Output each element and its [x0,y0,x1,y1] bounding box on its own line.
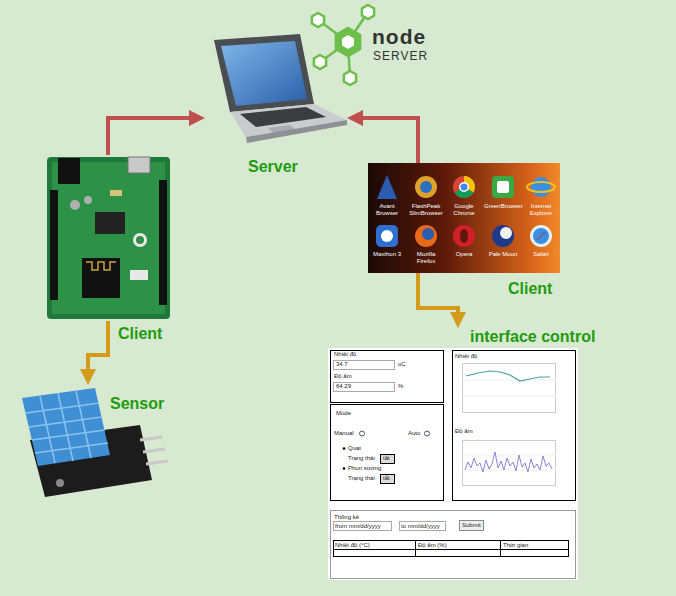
ui-value: 64.29 [336,383,351,390]
node-label: Sensor [110,395,164,413]
node-logo-symbol [312,5,374,85]
browser-icons-panel [368,163,560,273]
browser-name: Internet Explorer [522,203,560,217]
browser-name: FlashPeak SlimBrowser [407,203,445,217]
sensor-node: Sensor [15,385,175,500]
chart-title: Nhiệt độ [455,353,477,360]
node-label: Client [118,325,162,343]
browser-name: Mozilla Firefox [407,251,445,265]
ui-caption: Độ ẩm [334,373,352,380]
arduino-board-illustration [47,157,170,319]
connector-arrow [88,321,108,377]
ui-caption: Trạng thái [348,475,375,482]
ui-heading: Mode [336,410,351,417]
table-header: Độ ẩm (%) [418,542,447,549]
logo-text: node [372,26,426,48]
ui-button: tắt [383,475,390,482]
logo-subtext: SERVER [373,50,428,63]
ui-input: from mm/dd/yyyy [335,523,381,530]
table-header: Nhiệt độ (°C) [335,542,370,549]
node-label: interface control [470,328,595,346]
connector-arrow [108,118,197,155]
ui-button: Submit [462,522,481,529]
ui-heading: Thống kê [334,514,359,521]
connector-arrow [355,118,418,163]
connector-arrow [418,273,458,320]
ui-unit: % [398,383,403,390]
device-client-node: Client [45,155,172,321]
ui-button: tắt [383,455,390,462]
interface-node: interface control [328,328,612,580]
chart-title: Độ ẩm [455,428,473,435]
node-label: Client [508,280,552,298]
ui-value: 34.7 [336,361,348,368]
browser-name: Avant Browser [368,203,406,217]
ui-caption: Nhiệt độ [334,351,356,358]
browser-name: Google Chrome [445,203,483,217]
ui-input: to mm/dd/yyyy [401,523,440,530]
server-node: Server [205,32,347,182]
browser-name: Opera [445,251,483,258]
browser-name: Pale Moon [484,251,522,258]
browser-name: Maxthon 3 [368,251,406,258]
ui-unit: oC [398,361,406,368]
dht-sensor-illustration [22,388,168,497]
table-header: Thời gian [503,542,528,549]
ui-option: Manual [334,430,354,437]
ui-item: Quạt [348,445,361,452]
ui-caption: Trạng thái [348,455,375,462]
laptop-illustration [214,34,347,143]
node-label: Server [248,158,298,176]
ui-item: Phun sương [348,465,381,472]
interface-screenshot [328,348,578,580]
ui-option: Auto [408,430,420,437]
browser-name: Safari [522,251,560,258]
browser-name: GreenBrowser [484,203,522,210]
